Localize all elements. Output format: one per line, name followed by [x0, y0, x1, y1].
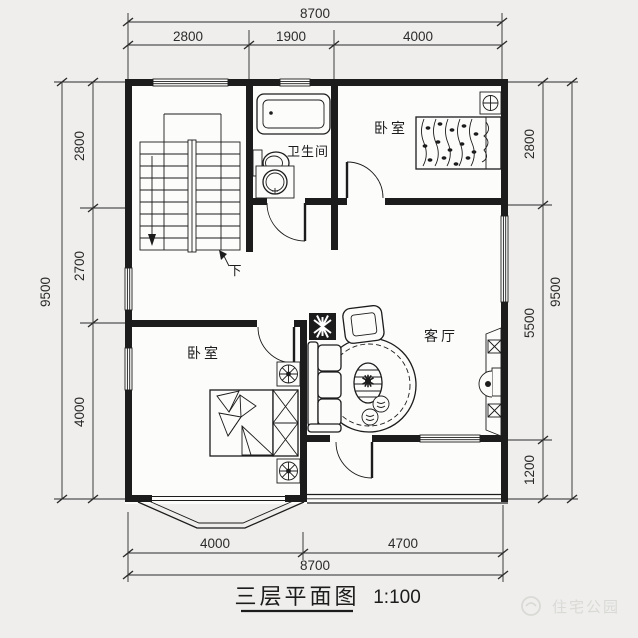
door-balcony — [335, 441, 374, 479]
watermark-logo-icon — [521, 596, 541, 616]
door-bathroom — [266, 202, 307, 242]
watermark: 住宅公园 — [521, 596, 620, 616]
dim-top-seg-1: 2800 — [173, 29, 203, 44]
bathtub — [256, 93, 331, 135]
bedroom-bottom-furniture — [209, 361, 301, 484]
window-top-stairs — [152, 78, 229, 87]
bed-pillows — [216, 390, 257, 437]
nightstand-bottom-2 — [276, 458, 301, 484]
coffee-table — [353, 362, 383, 404]
dimensions-right: 2800 5500 1200 9500 — [508, 77, 578, 504]
stair-arrow-down — [148, 156, 156, 246]
dim-bottom-seg-1: 4000 — [200, 536, 230, 551]
window-left-hall — [124, 267, 133, 311]
nightstand-bottom-1 — [276, 361, 301, 387]
dimensions-top: 8700 2800 1900 4000 — [122, 6, 508, 79]
window-top-bath — [279, 78, 311, 87]
room-label-bedroom-top: 卧室 — [374, 120, 408, 136]
door-bedroom-top — [345, 161, 384, 199]
tv — [478, 367, 502, 398]
toilet — [255, 165, 295, 199]
window-left-bedroom — [124, 347, 133, 391]
dim-left-seg-3: 4000 — [72, 397, 87, 427]
room-labels: 卧室 卫生间 卧室 客厅 下 — [187, 120, 458, 361]
room-label-bedroom-bottom: 卧室 — [187, 345, 221, 361]
watermark-text: 住宅公园 — [552, 599, 620, 616]
dim-top-seg-3: 4000 — [403, 29, 433, 44]
armchair — [342, 304, 385, 344]
dimensions-bottom: 4000 4700 8700 — [122, 505, 509, 582]
plan-scale: 1:100 — [373, 587, 421, 608]
dim-right-seg-2: 5500 — [522, 308, 537, 338]
dim-left-seg-2: 2700 — [72, 251, 87, 281]
staircase — [139, 113, 241, 267]
bed-top — [415, 116, 502, 170]
nightstand-top — [479, 91, 502, 115]
plan-title: 三层平面图 — [234, 584, 359, 609]
dim-top-seg-2: 1900 — [276, 29, 306, 44]
dim-left-total: 9500 — [38, 277, 53, 307]
window-balcony-wall — [419, 434, 481, 443]
bay-window — [137, 496, 305, 529]
floor-plan: 卧室 卫生间 卧室 客厅 下 — [124, 78, 509, 529]
window-right-living — [500, 215, 509, 303]
pouf-2 — [361, 408, 379, 426]
windows — [124, 78, 509, 443]
living-room-furniture — [307, 304, 502, 437]
dim-right-total: 9500 — [548, 277, 563, 307]
interior-walls — [132, 86, 501, 502]
dimensions-left: 9500 2800 2700 4000 — [38, 77, 125, 504]
stair-arrow-exit — [219, 250, 230, 267]
corner-plant — [309, 313, 336, 340]
dim-right-seg-3: 1200 — [522, 455, 537, 485]
blanket-fold — [241, 424, 275, 456]
bed-bottom — [209, 389, 299, 457]
dim-left-seg-1: 2800 — [72, 131, 87, 161]
pouf-1 — [372, 395, 390, 413]
dim-right-seg-1: 2800 — [522, 129, 537, 159]
bathroom-fixtures — [252, 93, 331, 199]
dim-bottom-seg-2: 4700 — [388, 536, 418, 551]
sofa — [307, 341, 342, 433]
watermark-logo-swirl — [525, 602, 537, 607]
bedroom-top-furniture — [415, 91, 502, 170]
title-block: 三层平面图 1:100 — [234, 584, 421, 613]
balcony-railing — [307, 493, 508, 504]
dim-top-total: 8700 — [300, 6, 330, 21]
stair-down-label: 下 — [228, 263, 241, 278]
doors — [257, 161, 384, 479]
room-label-bathroom: 卫生间 — [287, 144, 329, 159]
tv-cabinet — [478, 327, 502, 437]
blanket-dots — [422, 122, 479, 166]
room-label-living: 客厅 — [424, 328, 458, 344]
dim-bottom-total: 8700 — [300, 558, 330, 573]
